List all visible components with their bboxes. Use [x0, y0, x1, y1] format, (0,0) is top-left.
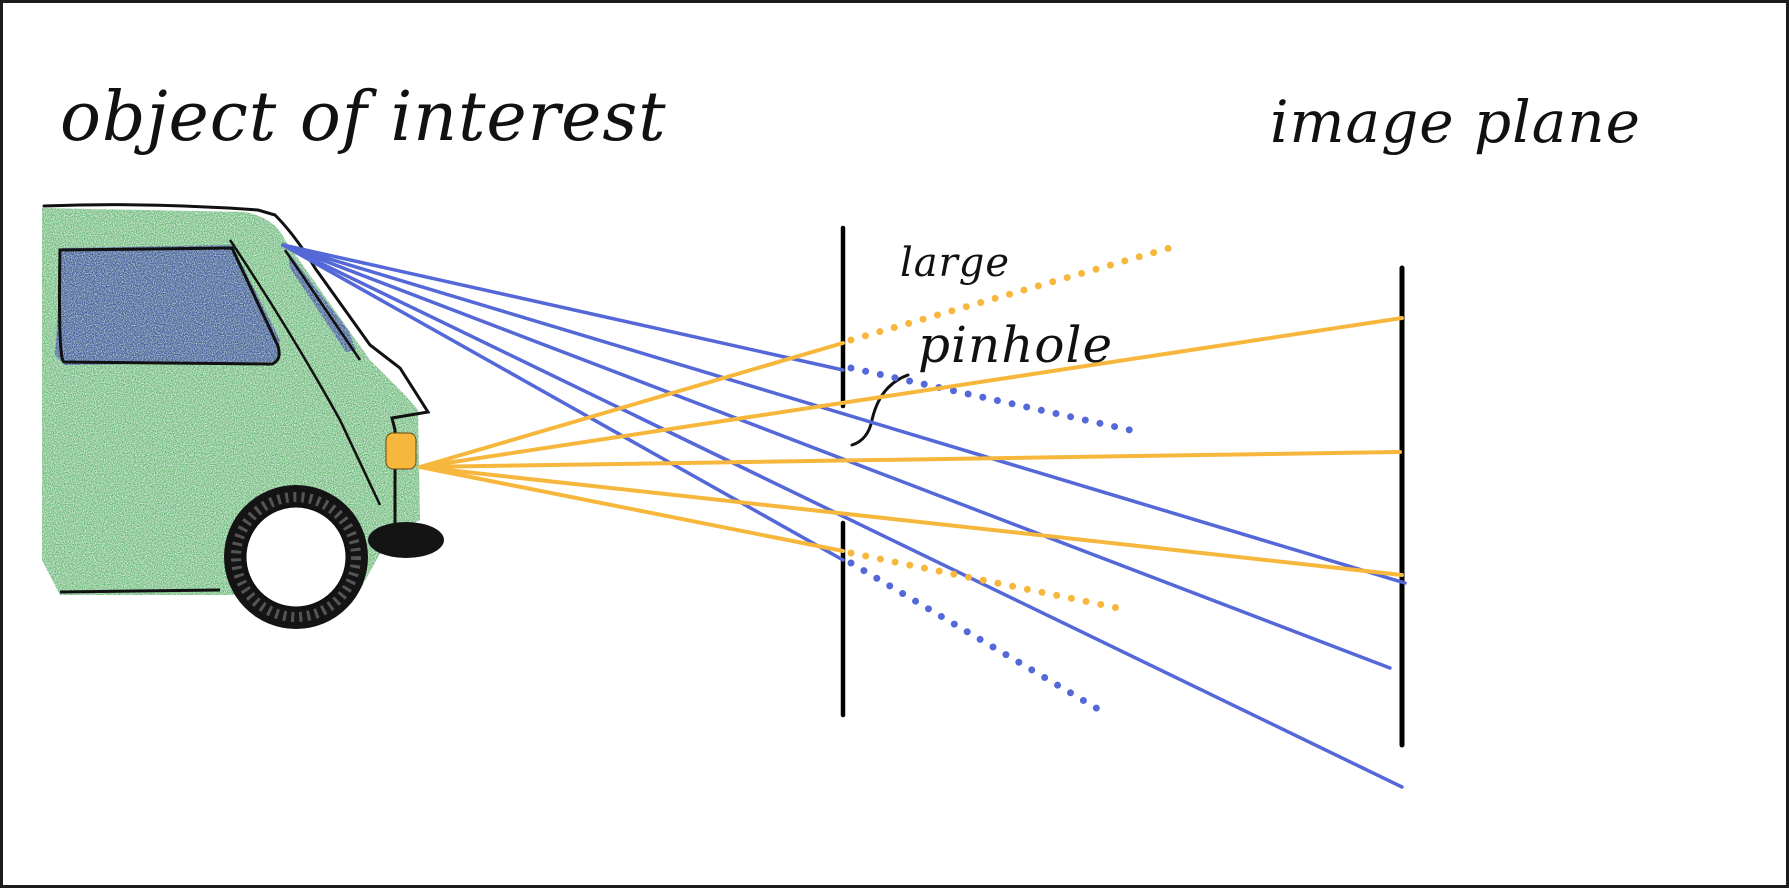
- blue-rays-dotted: [847, 364, 1134, 719]
- large-label: large: [900, 240, 1011, 286]
- headlight: [385, 432, 417, 470]
- orange-ray-pass-1: [418, 316, 1404, 469]
- blue-ray-pass-3: [281, 243, 1404, 789]
- van-windshield-edge: [283, 249, 362, 361]
- orange-rays: [418, 316, 1404, 577]
- pinhole-label: pinhole: [918, 316, 1114, 374]
- blue-ray-dotted-lower: [847, 559, 1112, 719]
- orange-ray-blocked-upper: [418, 341, 845, 469]
- blue-rays: [281, 243, 1407, 789]
- orange-ray-pass-3: [418, 465, 1404, 577]
- orange-ray-dotted-lower: [847, 549, 1122, 612]
- orange-ray-dotted-upper: [847, 241, 1184, 344]
- blue-ray-pass-1: [281, 243, 1407, 585]
- object-of-interest-label: object of interest: [60, 78, 667, 157]
- orange-ray-pass-2: [418, 450, 1402, 469]
- van-side-window: [55, 245, 280, 365]
- orange-rays-dotted: [847, 241, 1184, 612]
- blue-ray-dotted-upper: [847, 364, 1134, 434]
- pinhole-pointer: [850, 373, 910, 447]
- van-bumper: [368, 522, 444, 558]
- blue-ray-blocked-upper: [281, 243, 845, 372]
- van-bottom-line: [59, 588, 221, 594]
- image-plane-label: image plane: [1270, 88, 1641, 156]
- van-outline: [42, 203, 431, 542]
- orange-ray-blocked-lower: [418, 465, 845, 553]
- blue-ray-pass-2: [281, 243, 1392, 670]
- blue-ray-blocked-lower: [281, 243, 845, 562]
- van-wheel: [224, 485, 368, 629]
- van-a-pillar: [228, 239, 382, 506]
- van-side-window-outline: [58, 246, 281, 366]
- van-illustration: [42, 203, 444, 629]
